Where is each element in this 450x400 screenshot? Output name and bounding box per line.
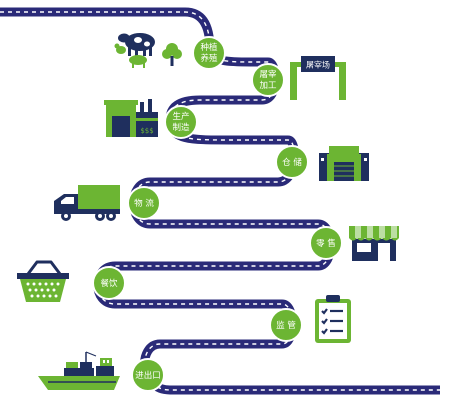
stage-label-logistics: 物 流 <box>134 198 154 209</box>
clipboard-icon <box>315 295 351 343</box>
stage-label-production-line2: 制造 <box>172 122 190 133</box>
stage-label-farming-line1: 种植 <box>200 42 218 53</box>
stage-node-slaughter: 屠宰 加工 <box>251 63 285 97</box>
stage-node-logistics: 物 流 <box>127 186 161 220</box>
stage-node-production: 生产 制造 <box>164 105 198 139</box>
stage-node-supervision: 监 管 <box>269 308 303 342</box>
stage-node-retail: 零 售 <box>309 226 343 260</box>
stage-label-retail: 零 售 <box>316 238 336 249</box>
gate-sign-text: 屠宰场 <box>306 60 330 70</box>
warehouse-icon <box>319 146 369 181</box>
store-icon <box>349 226 399 261</box>
stage-label-storage: 仓 储 <box>282 157 302 168</box>
stage-node-storage: 仓 储 <box>275 145 309 179</box>
stage-node-farming: 种植 养殖 <box>192 36 226 70</box>
basket-icon <box>17 260 69 302</box>
stage-label-catering: 餐饮 <box>100 278 118 289</box>
stage-label-production-line1: 生产 <box>172 111 189 122</box>
road-center-dashes <box>0 11 440 391</box>
factory-icon: $$$ <box>104 99 158 137</box>
factory-price-text: $$$ <box>140 127 153 135</box>
truck-icon <box>54 185 120 221</box>
slaughterhouse-gate-icon: 屠宰场 <box>290 56 346 100</box>
stage-label-slaughter-line1: 屠宰 <box>259 69 277 80</box>
stage-label-import-export: 进出口 <box>135 370 161 381</box>
stage-node-catering: 餐饮 <box>92 266 126 300</box>
livestock-icon <box>114 33 182 68</box>
stage-label-slaughter-line2: 加工 <box>259 80 277 91</box>
stage-node-import-export: 进出口 <box>131 358 165 392</box>
cargo-ship-icon <box>38 351 120 390</box>
stage-label-supervision: 监 管 <box>276 320 296 331</box>
stage-label-farming-line2: 养殖 <box>200 53 218 64</box>
